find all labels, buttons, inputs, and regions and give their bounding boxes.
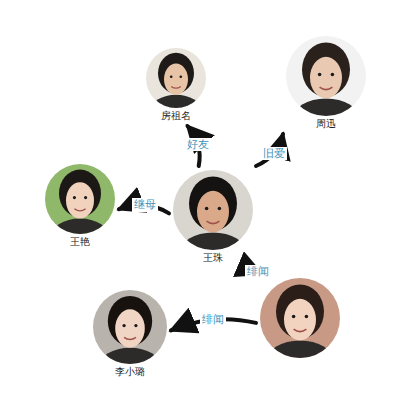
portrait-photo — [45, 164, 115, 234]
person-name: 周迅 — [316, 118, 336, 130]
portrait-photo — [93, 290, 167, 364]
relation-label: 绯闻 — [200, 313, 226, 326]
portrait-photo — [146, 48, 206, 108]
person-name: 王珠 — [203, 252, 223, 264]
relation-label: 继母 — [132, 198, 158, 211]
portrait-photo — [286, 36, 366, 116]
person-name: 李小璐 — [115, 366, 145, 378]
portrait-photo — [260, 278, 340, 358]
person-node: 周迅 — [286, 36, 366, 130]
person-node — [260, 278, 340, 360]
relation-label: 旧爱 — [261, 147, 287, 160]
person-node: 李小璐 — [93, 290, 167, 378]
person-name: 王艳 — [70, 236, 90, 248]
person-node: 王珠 — [173, 170, 253, 264]
portrait-photo — [173, 170, 253, 250]
relation-label: 绯闻 — [245, 265, 271, 278]
person-name: 房祖名 — [161, 110, 191, 122]
person-node: 房祖名 — [146, 48, 206, 122]
relation-label: 好友 — [185, 138, 211, 151]
person-node: 王艳 — [45, 164, 115, 248]
